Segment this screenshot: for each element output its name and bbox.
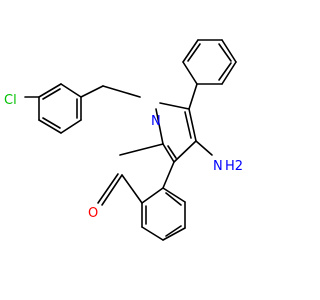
bond (162, 187, 186, 203)
atom-label-layer: Cl N N H2 O (4, 93, 243, 221)
bond (173, 140, 197, 163)
bond (188, 83, 198, 110)
bond (167, 145, 177, 159)
bond (221, 39, 237, 63)
molecule-structure-diagram: Cl N N H2 O (4, 39, 243, 241)
chlorine-atom-label: Cl (4, 93, 17, 108)
bond (165, 192, 182, 206)
bond (141, 226, 164, 241)
bond (159, 102, 190, 110)
amino-nitrogen-label: N (213, 159, 223, 174)
bond (218, 43, 232, 62)
bond (184, 111, 192, 139)
bond (60, 119, 82, 134)
bond (121, 174, 143, 204)
aldehyde-oxygen-label: O (88, 206, 98, 221)
bond (97, 173, 119, 204)
bond (42, 88, 61, 100)
bond (80, 85, 104, 98)
bond (42, 117, 61, 129)
bond (182, 39, 199, 63)
bond (162, 161, 175, 189)
bond (119, 143, 164, 156)
bond (165, 225, 182, 237)
bond (38, 119, 62, 134)
bond (182, 61, 198, 85)
bond (195, 140, 213, 156)
bond (155, 108, 164, 145)
bond (141, 187, 164, 204)
bond (188, 108, 197, 142)
bond-layer (24, 39, 237, 241)
pyrrole-nitrogen-label: N (151, 114, 161, 129)
amino-hydrogen-label: H2 (225, 159, 243, 174)
bond (60, 83, 82, 98)
bond (162, 227, 186, 241)
bond (218, 62, 232, 81)
bond (187, 43, 201, 62)
bond (162, 143, 175, 163)
bond (221, 61, 237, 85)
bond (101, 174, 123, 206)
bond (102, 85, 141, 98)
bond (38, 83, 62, 98)
